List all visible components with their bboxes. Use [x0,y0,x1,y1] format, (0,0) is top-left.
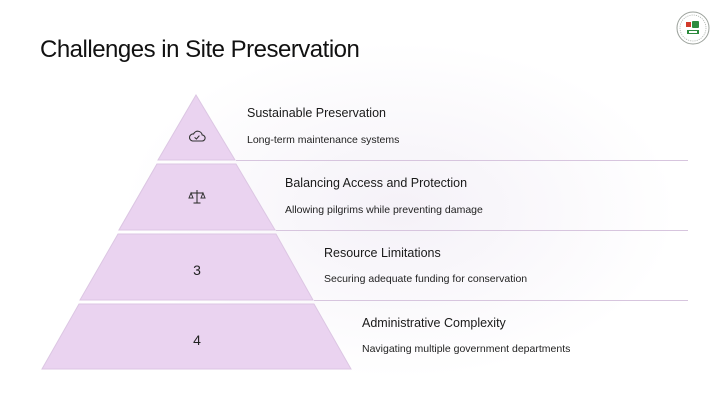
tier-3-divider [314,300,688,301]
slide-title: Challenges in Site Preservation [40,36,360,63]
tier-2-divider [276,230,688,231]
tier-1-title: Sustainable Preservation [247,106,386,120]
tier-4-title: Administrative Complexity [362,316,506,330]
tier-2-description: Allowing pilgrims while preventing damag… [285,204,483,216]
pyramid-tier-1 [157,94,236,161]
emblem-logo-icon [676,11,710,45]
tier-4-description: Navigating multiple government departmen… [362,343,571,355]
tier-3-description: Securing adequate funding for conservati… [324,273,528,285]
tier-3-marker: 3 [193,262,201,278]
scales-icon [188,190,206,204]
cloud-check-icon [189,130,206,142]
pyramid-tier-3 [79,233,314,301]
tier-4-marker: 4 [193,332,201,348]
tier-2-title: Balancing Access and Protection [285,176,468,190]
tier-3-title: Resource Limitations [324,246,441,260]
tier-1-description: Long-term maintenance systems [247,134,400,146]
pyramid-tier-4 [41,303,352,370]
tier-1-divider [236,160,688,161]
